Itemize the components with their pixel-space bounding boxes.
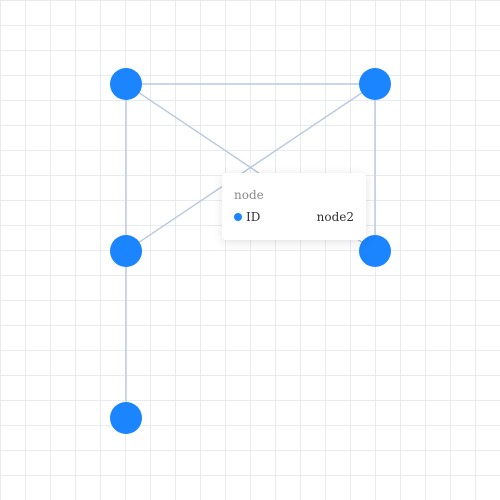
tooltip-marker-icon <box>234 213 242 221</box>
edges-layer <box>125 83 376 418</box>
tooltip-value: node2 <box>316 210 354 224</box>
graph-node-node0[interactable] <box>110 68 142 100</box>
tooltip-key-label: ID <box>246 210 261 224</box>
graph-node-node4[interactable] <box>110 402 142 434</box>
edge-node1-node2 <box>125 83 376 252</box>
graph-node-node3[interactable] <box>359 235 391 267</box>
nodes-layer <box>110 68 391 434</box>
graph-node-node1[interactable] <box>359 68 391 100</box>
tooltip-row: ID node2 <box>234 209 354 225</box>
node-tooltip: node ID node2 <box>222 173 366 240</box>
graph-node-node2[interactable] <box>110 235 142 267</box>
tooltip-title: node <box>234 188 264 202</box>
